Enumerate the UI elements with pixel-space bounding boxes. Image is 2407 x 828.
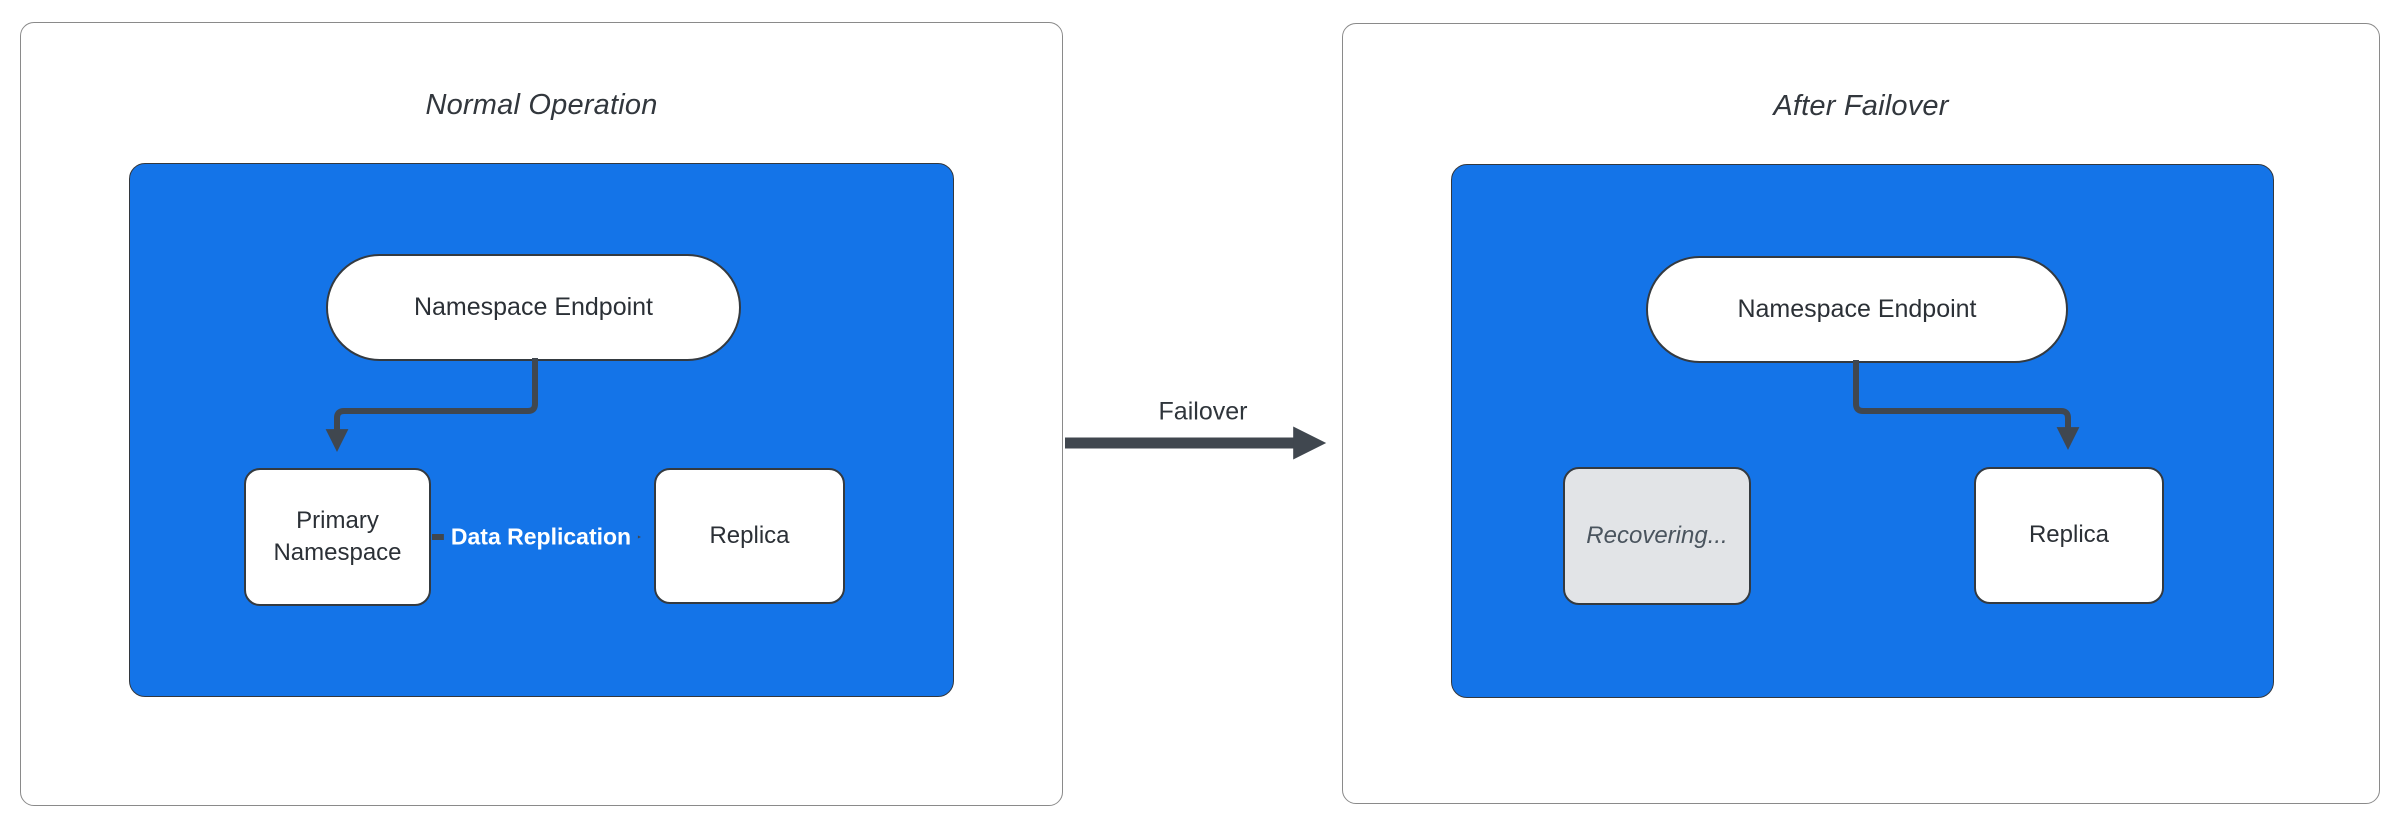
node-label: Replica: [2028, 521, 2110, 549]
panel-after-failover: After Failover Namespace Endpoint Recove…: [1342, 23, 2380, 804]
namespace-container-normal: [129, 163, 954, 697]
node-label: Primary Namespace: [273, 506, 402, 566]
node-label: Namespace Endpoint: [1737, 294, 1977, 323]
node-replica-normal: Replica: [654, 468, 845, 604]
panel-normal-operation: Normal Operation Namespace Endpoint Prim…: [20, 22, 1063, 806]
node-label: Namespace Endpoint: [413, 292, 654, 321]
node-label: Replica: [709, 521, 790, 549]
node-namespace-endpoint-normal: Namespace Endpoint: [326, 254, 741, 361]
node-label: Recovering...: [1586, 521, 1728, 549]
node-primary-namespace: Primary Namespace: [244, 468, 431, 606]
node-recovering: Recovering...: [1563, 467, 1751, 605]
panel-title-after-failover: After Failover: [1773, 90, 1949, 122]
node-namespace-endpoint-failover: Namespace Endpoint: [1646, 256, 2068, 363]
edge-label-failover: Failover: [1152, 397, 1254, 427]
node-replica-failover: Replica: [1974, 467, 2164, 604]
panel-title-normal-operation: Normal Operation: [425, 89, 658, 121]
edge-label-data-replication: Data Replication: [443, 522, 639, 552]
namespace-container-failover: [1451, 164, 2274, 698]
